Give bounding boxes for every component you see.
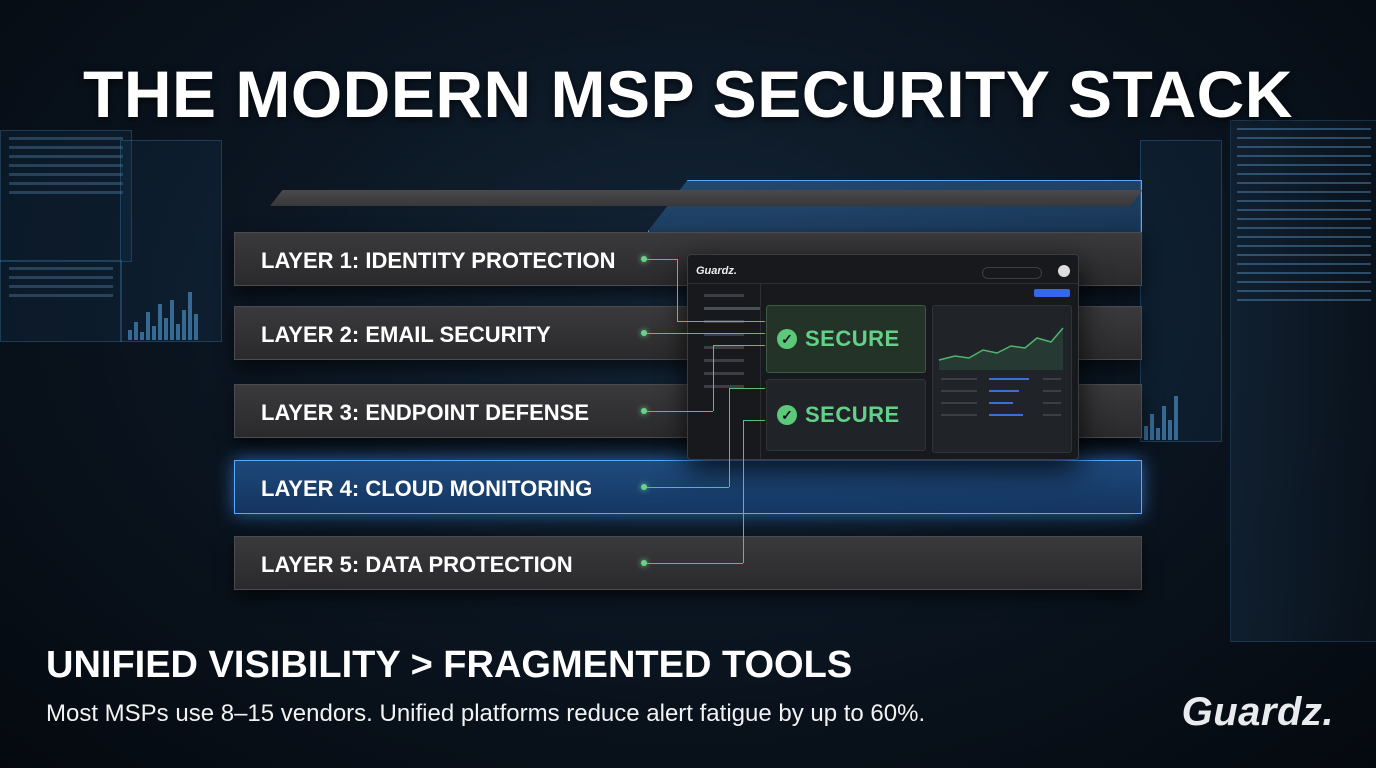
- dashboard-sidebar: [688, 284, 761, 459]
- dashboard-search-input: [982, 267, 1042, 279]
- footer-headline: UNIFIED VISIBILITY > FRAGMENTED TOOLS: [46, 644, 853, 686]
- layer-label: LAYER 1: IDENTITY PROTECTION: [261, 248, 616, 273]
- avatar: [1058, 265, 1070, 277]
- connector-line: [677, 259, 678, 321]
- connector-line: [729, 388, 765, 389]
- table-line: [989, 378, 1029, 380]
- connector-dot: [641, 484, 647, 490]
- table-line: [941, 390, 977, 392]
- status-text: SECURE: [805, 326, 900, 351]
- connector-line: [713, 345, 714, 411]
- connector-line: [677, 321, 765, 322]
- connector-line: [647, 333, 765, 334]
- connector-dot: [641, 560, 647, 566]
- page-title: THE MODERN MSP SECURITY STACK: [83, 57, 1293, 131]
- table-line: [989, 414, 1023, 416]
- table-line: [941, 378, 977, 380]
- connector-line: [647, 563, 743, 564]
- footer-description: Most MSPs use 8–15 vendors. Unified plat…: [46, 700, 926, 727]
- table-line: [1043, 378, 1061, 380]
- background-bar-graph-left: [128, 280, 198, 340]
- background-bar-graph-right: [1144, 390, 1178, 440]
- connector-line: [647, 487, 729, 488]
- connector-line: [647, 259, 677, 260]
- dashboard-mockup: Guardz. ✓ SECURE ✓ SECURE: [687, 254, 1079, 460]
- connector-line: [743, 420, 765, 421]
- check-circle-icon: ✓: [777, 405, 797, 425]
- trend-line-chart: [938, 327, 1064, 370]
- connector-line: [743, 420, 744, 563]
- table-line: [989, 402, 1013, 404]
- dashboard-brand: Guardz.: [696, 265, 737, 277]
- connector-dot: [641, 408, 647, 414]
- layer-label: LAYER 2: EMAIL SECURITY: [261, 322, 551, 347]
- table-line: [1043, 402, 1061, 404]
- table-line: [1043, 414, 1061, 416]
- dashboard-action-button: [1034, 289, 1070, 297]
- table-line: [1043, 390, 1061, 392]
- status-card-2: ✓ SECURE: [766, 379, 926, 451]
- status-card-1: ✓ SECURE: [766, 305, 926, 373]
- background-monitor-left-2: [0, 260, 122, 342]
- background-monitor-right: [1140, 140, 1222, 442]
- table-line: [941, 402, 977, 404]
- layer-label: LAYER 4: CLOUD MONITORING: [261, 476, 593, 501]
- layer-label: LAYER 5: DATA PROTECTION: [261, 552, 573, 577]
- connector-line: [647, 411, 713, 412]
- background-server-rack-right: [1230, 120, 1376, 642]
- connector-dot: [641, 256, 647, 262]
- connector-line: [729, 388, 730, 487]
- status-text: SECURE: [805, 402, 900, 427]
- table-line: [989, 390, 1019, 392]
- table-line: [941, 414, 977, 416]
- brand-logo: Guardz.: [1181, 690, 1334, 734]
- trend-card: [932, 305, 1072, 453]
- background-monitor-left: [0, 130, 132, 262]
- connector-line: [713, 345, 765, 346]
- dashboard-divider: [688, 283, 1078, 284]
- background-monitor-center-left: [120, 140, 222, 342]
- connector-dot: [641, 330, 647, 336]
- layer-label: LAYER 3: ENDPOINT DEFENSE: [261, 400, 590, 425]
- check-circle-icon: ✓: [777, 329, 797, 349]
- layer-top-face: [270, 190, 1143, 206]
